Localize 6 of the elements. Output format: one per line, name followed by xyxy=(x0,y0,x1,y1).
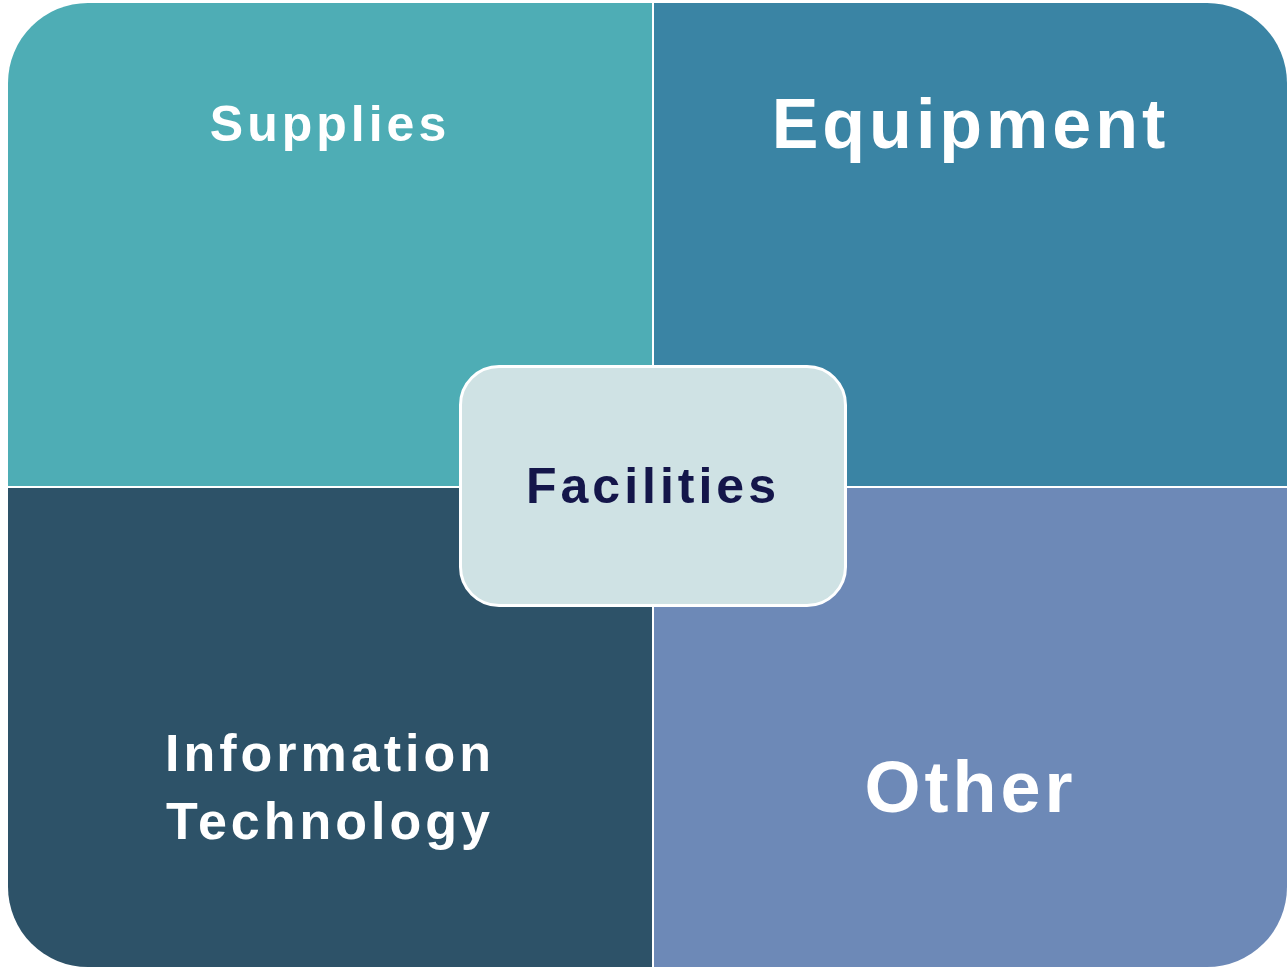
center-rounded-box xyxy=(459,365,847,607)
category-label: Supplies xyxy=(209,95,451,154)
category-label: Other xyxy=(864,745,1077,829)
category-label: Facilities xyxy=(526,456,780,516)
category-label: Equipment xyxy=(771,84,1170,165)
category-label: Information Technology xyxy=(164,722,496,852)
